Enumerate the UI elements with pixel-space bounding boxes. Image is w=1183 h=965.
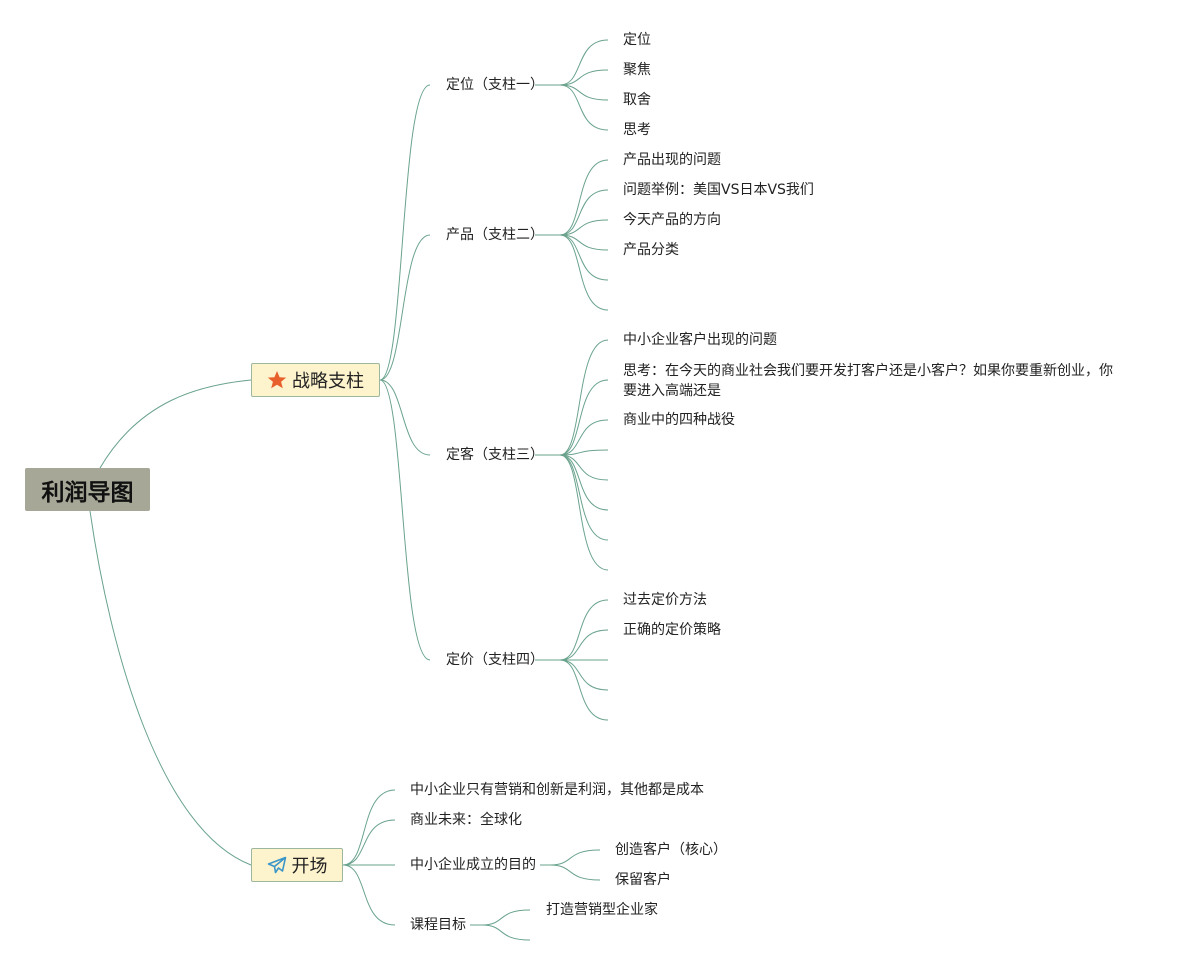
leaf-topic[interactable]: 产品分类 <box>623 242 679 258</box>
connector-line <box>342 789 396 866</box>
star-icon <box>267 370 287 390</box>
connector-line <box>559 234 609 311</box>
connector-line <box>559 659 609 691</box>
pillar-topic[interactable]: 定客（支柱三） <box>446 447 544 463</box>
leaf-topic[interactable]: 正确的定价策略 <box>623 622 721 638</box>
connector-line <box>342 819 396 866</box>
connector-line <box>559 159 609 236</box>
leaf-topic[interactable]: 过去定价方法 <box>623 592 707 608</box>
leaf-topic[interactable]: 思考：在今天的商业社会我们要开发打客户还是小客户？如果你要重新创业，你要进入高端… <box>623 363 1113 399</box>
connector-line <box>379 379 431 456</box>
leaf-topic[interactable]: 商业中的四种战役 <box>623 412 735 428</box>
connector-line <box>481 909 531 926</box>
connector-line <box>559 234 609 251</box>
connector-line <box>559 39 609 86</box>
connector-line <box>559 449 609 456</box>
connector-line <box>559 189 609 236</box>
connector-line <box>89 510 252 866</box>
connector-line <box>559 234 609 281</box>
connector-line <box>559 419 609 456</box>
connector-line <box>559 454 609 541</box>
leaf-topic[interactable]: 定位 <box>623 32 651 48</box>
leaf-topic[interactable]: 中小企业客户出现的问题 <box>623 332 777 348</box>
connector-line <box>559 454 609 511</box>
connector-line <box>342 864 396 926</box>
opening-topic[interactable]: 中小企业成立的目的 <box>410 857 536 873</box>
connector-line <box>481 924 531 941</box>
leaf-topic[interactable]: 问题举例：美国VS日本VS我们 <box>623 182 814 198</box>
opening-topic[interactable]: 课程目标 <box>410 917 466 933</box>
connector-line <box>559 659 609 721</box>
opening-topic[interactable]: 中小企业只有营销和创新是利润，其他都是成本 <box>410 782 704 798</box>
main-topic-opening[interactable]: 开场 <box>251 848 343 882</box>
main-topic-strategy[interactable]: 战略支柱 <box>251 363 380 397</box>
pillar-topic[interactable]: 定价（支柱四） <box>446 652 544 668</box>
connector-line <box>379 379 431 661</box>
connector-line <box>379 234 431 381</box>
connector-line <box>559 599 609 661</box>
opening-topic[interactable]: 商业未来：全球化 <box>410 812 522 828</box>
connector-line <box>549 864 601 881</box>
leaf-topic[interactable]: 打造营销型企业家 <box>546 902 658 918</box>
connector-line <box>549 849 601 866</box>
connector-line <box>379 84 431 381</box>
root-topic-label: 利润导图 <box>41 479 134 506</box>
connector-line <box>559 69 609 86</box>
connector-line <box>559 629 609 661</box>
leaf-topic[interactable]: 保留客户 <box>615 872 671 888</box>
main-topic-opening-label: 开场 <box>291 856 328 877</box>
pillar-topic[interactable]: 产品（支柱二） <box>446 227 544 243</box>
leaf-topic[interactable]: 思考 <box>623 122 651 138</box>
connector-line <box>559 219 609 236</box>
pillar-topic[interactable]: 定位（支柱一） <box>446 77 544 93</box>
connector-line <box>559 454 609 481</box>
leaf-topic[interactable]: 取舍 <box>623 92 651 108</box>
connector-line <box>559 379 609 456</box>
connector-line <box>559 339 609 456</box>
connector-line <box>99 379 252 469</box>
leaf-topic[interactable]: 产品出现的问题 <box>623 152 721 168</box>
leaf-topic[interactable]: 聚焦 <box>623 62 651 78</box>
leaf-topic[interactable]: 今天产品的方向 <box>623 212 721 228</box>
connector-line <box>559 454 609 571</box>
main-topic-strategy-label: 战略支柱 <box>292 371 364 392</box>
root-topic[interactable]: 利润导图 <box>25 468 150 511</box>
leaf-topic[interactable]: 创造客户（核心） <box>615 842 727 858</box>
connector-line <box>559 84 609 101</box>
paper-plane-icon <box>267 856 287 874</box>
connector-line <box>559 84 609 131</box>
